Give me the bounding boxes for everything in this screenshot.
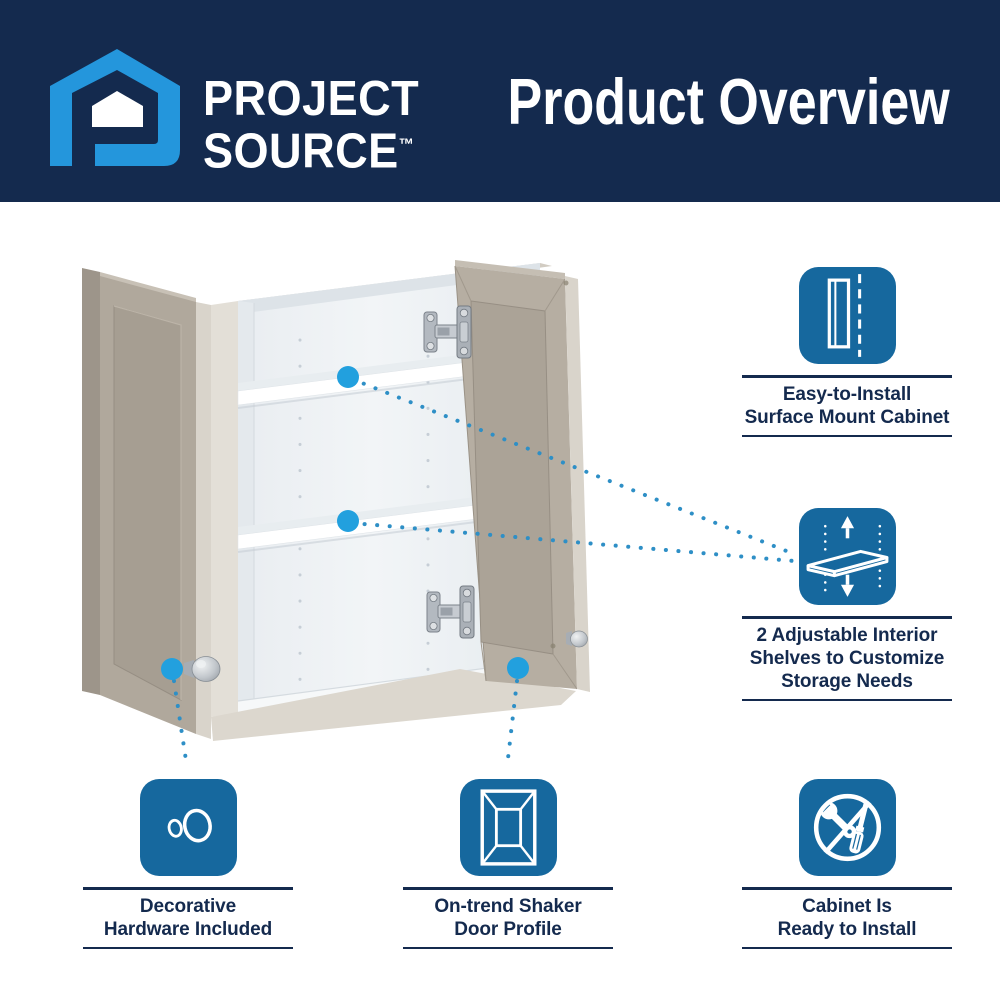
- adjustable-shelf-icon: [798, 508, 896, 605]
- divider: [83, 887, 293, 890]
- feature-decorative-hardware: Decorative Hardware Included: [73, 779, 303, 949]
- brand-wordmark: PROJECT SOURCE™: [203, 72, 420, 179]
- feature-label: Easy-to-Install Surface Mount Cabinet: [744, 383, 950, 428]
- divider: [403, 887, 613, 890]
- divider: [742, 698, 952, 701]
- feature-label: On-trend Shaker Door Profile: [434, 895, 582, 940]
- feature-adjustable-shelves: 2 Adjustable Interior Shelves to Customi…: [732, 508, 962, 701]
- surface-mount-cabinet-icon: [798, 267, 896, 364]
- feature-label: Decorative Hardware Included: [103, 895, 273, 940]
- divider: [742, 887, 952, 890]
- brand-line-2: SOURCE™: [203, 124, 414, 179]
- divider: [83, 946, 293, 949]
- divider: [742, 616, 952, 619]
- feature-surface-mount: Easy-to-Install Surface Mount Cabinet: [732, 267, 962, 437]
- no-tools-needed-icon: [798, 779, 896, 876]
- feature-label: 2 Adjustable Interior Shelves to Customi…: [749, 624, 945, 692]
- feature-shaker-door: On-trend Shaker Door Profile: [393, 779, 623, 949]
- feature-ready-to-install: Cabinet Is Ready to Install: [732, 779, 962, 949]
- door-knob-icon: [139, 779, 237, 876]
- divider: [742, 946, 952, 949]
- brand-line-1: PROJECT: [203, 72, 420, 126]
- trademark-symbol: ™: [398, 135, 414, 154]
- shaker-door-profile-icon: [459, 779, 557, 876]
- feature-label: Cabinet Is Ready to Install: [777, 895, 917, 940]
- divider: [742, 375, 952, 378]
- page-title: Product Overview: [507, 65, 950, 138]
- divider: [742, 434, 952, 437]
- divider: [403, 946, 613, 949]
